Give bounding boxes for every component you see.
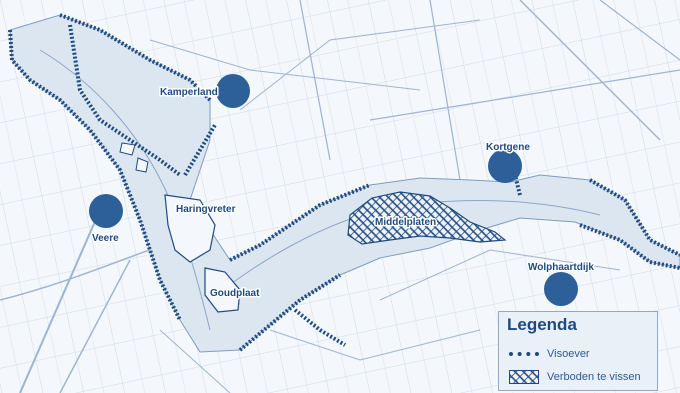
label-goudplaat: Goudplaat bbox=[210, 288, 260, 299]
island-goudplaat bbox=[204, 267, 241, 313]
legend-label-visoever: Visoever bbox=[547, 348, 590, 360]
label-middelplaten-outline: Middelplaten bbox=[375, 217, 436, 228]
label-wolphaartsdijk-outline: Wolphaartdijk bbox=[528, 262, 594, 273]
dotted-line-icon bbox=[509, 352, 539, 356]
label-veere-outline: Veere bbox=[92, 233, 119, 244]
map-legend: Legenda Visoever Verboden te vissen bbox=[498, 311, 658, 391]
visoever-lines bbox=[8, 13, 680, 352]
label-veere: Veere bbox=[92, 233, 119, 244]
label-wolphaartsdijk: Wolphaartdijk bbox=[528, 262, 594, 273]
label-haringvreter-outline: Haringvreter bbox=[176, 204, 236, 215]
legend-title: Legenda bbox=[507, 315, 577, 334]
middelplaten-zone bbox=[347, 191, 507, 245]
legend-item-verboden: Verboden te vissen bbox=[509, 369, 641, 385]
label-kamperland: Kamperland bbox=[160, 87, 218, 98]
marker-kamperland[interactable] bbox=[216, 74, 250, 108]
legend-label-verboden: Verboden te vissen bbox=[547, 371, 641, 383]
legend-item-visoever: Visoever bbox=[509, 346, 590, 362]
island-small-1 bbox=[119, 142, 136, 156]
island-haringvreter bbox=[164, 194, 216, 263]
label-kamperland-outline: Kamperland bbox=[160, 87, 218, 98]
label-kortgene-outline: Kortgene bbox=[486, 142, 530, 153]
cross-hatch-icon bbox=[509, 370, 539, 384]
island-small-2 bbox=[135, 157, 149, 173]
label-kortgene: Kortgene bbox=[486, 142, 530, 153]
label-haringvreter: Haringvreter bbox=[176, 204, 236, 215]
label-middelplaten: Middelplaten bbox=[375, 217, 436, 228]
marker-wolphaartsdijk[interactable] bbox=[544, 272, 578, 306]
label-goudplaat-outline: Goudplaat bbox=[210, 288, 260, 299]
marker-kortgene[interactable] bbox=[488, 149, 522, 183]
marker-veere[interactable] bbox=[89, 194, 123, 228]
